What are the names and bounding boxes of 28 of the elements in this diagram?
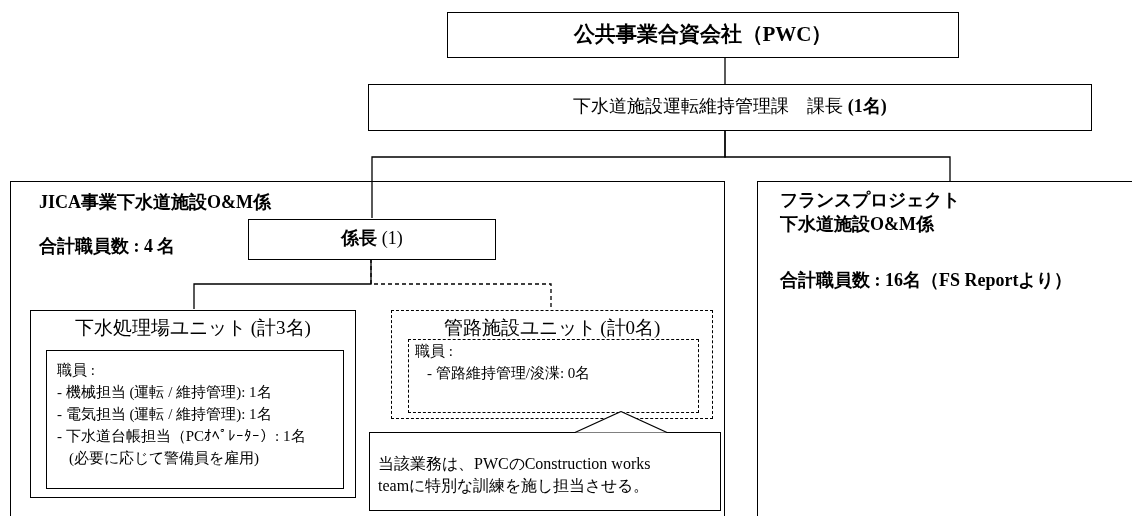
list-item: - 管路維持管理/浚渫: 0名: [427, 364, 591, 383]
list-heading: 職員 :: [57, 361, 95, 380]
chief-box: [248, 219, 496, 260]
list-item: - 電気担当 (運転 / 維持管理): 1名: [57, 405, 272, 424]
connector-line: [724, 130, 951, 182]
unit-title: 下水処理場ユニット (計3名): [74, 316, 312, 340]
box-title: 公共事業合資会社（PWC）: [572, 21, 834, 48]
list-item: - 下水道台帳担当（PCｵﾍﾟﾚｰﾀｰ）: 1名: [57, 427, 306, 446]
list-heading: 職員 :: [415, 342, 453, 361]
unit-title: 管路施設ユニット (計0名): [442, 316, 662, 340]
list-item: (必要に応じて警備員を雇用): [69, 449, 259, 468]
box-title: 係長 (1): [339, 228, 404, 250]
team-panel: [10, 181, 725, 516]
team-panel: [757, 181, 1132, 516]
list-item: - 機械担当 (運転 / 維持管理): 1名: [57, 383, 272, 402]
org-box: [447, 12, 959, 58]
panel-heading: 下水道施設O&M係: [780, 213, 934, 236]
callout-text: 当該業務は、PWCのConstruction works teamに特別な訓練を施し担当させる。: [378, 454, 652, 496]
staff-box: [46, 350, 344, 489]
panel-heading: フランスプロジェクト: [780, 189, 960, 212]
section-box: [368, 84, 1092, 131]
connector-line: [724, 57, 726, 85]
staff-count: 合計職員数 : 4 名: [39, 235, 176, 258]
staff-count: 合計職員数 : 16名（FS Reportより）: [780, 269, 1073, 292]
box-title: 下水道施設運転維持管理課 課長 (1名): [572, 96, 888, 118]
connector-line: [370, 258, 552, 310]
unit-box: [30, 310, 356, 498]
panel-heading: JICA事業下水道施設O&M係: [39, 191, 271, 214]
